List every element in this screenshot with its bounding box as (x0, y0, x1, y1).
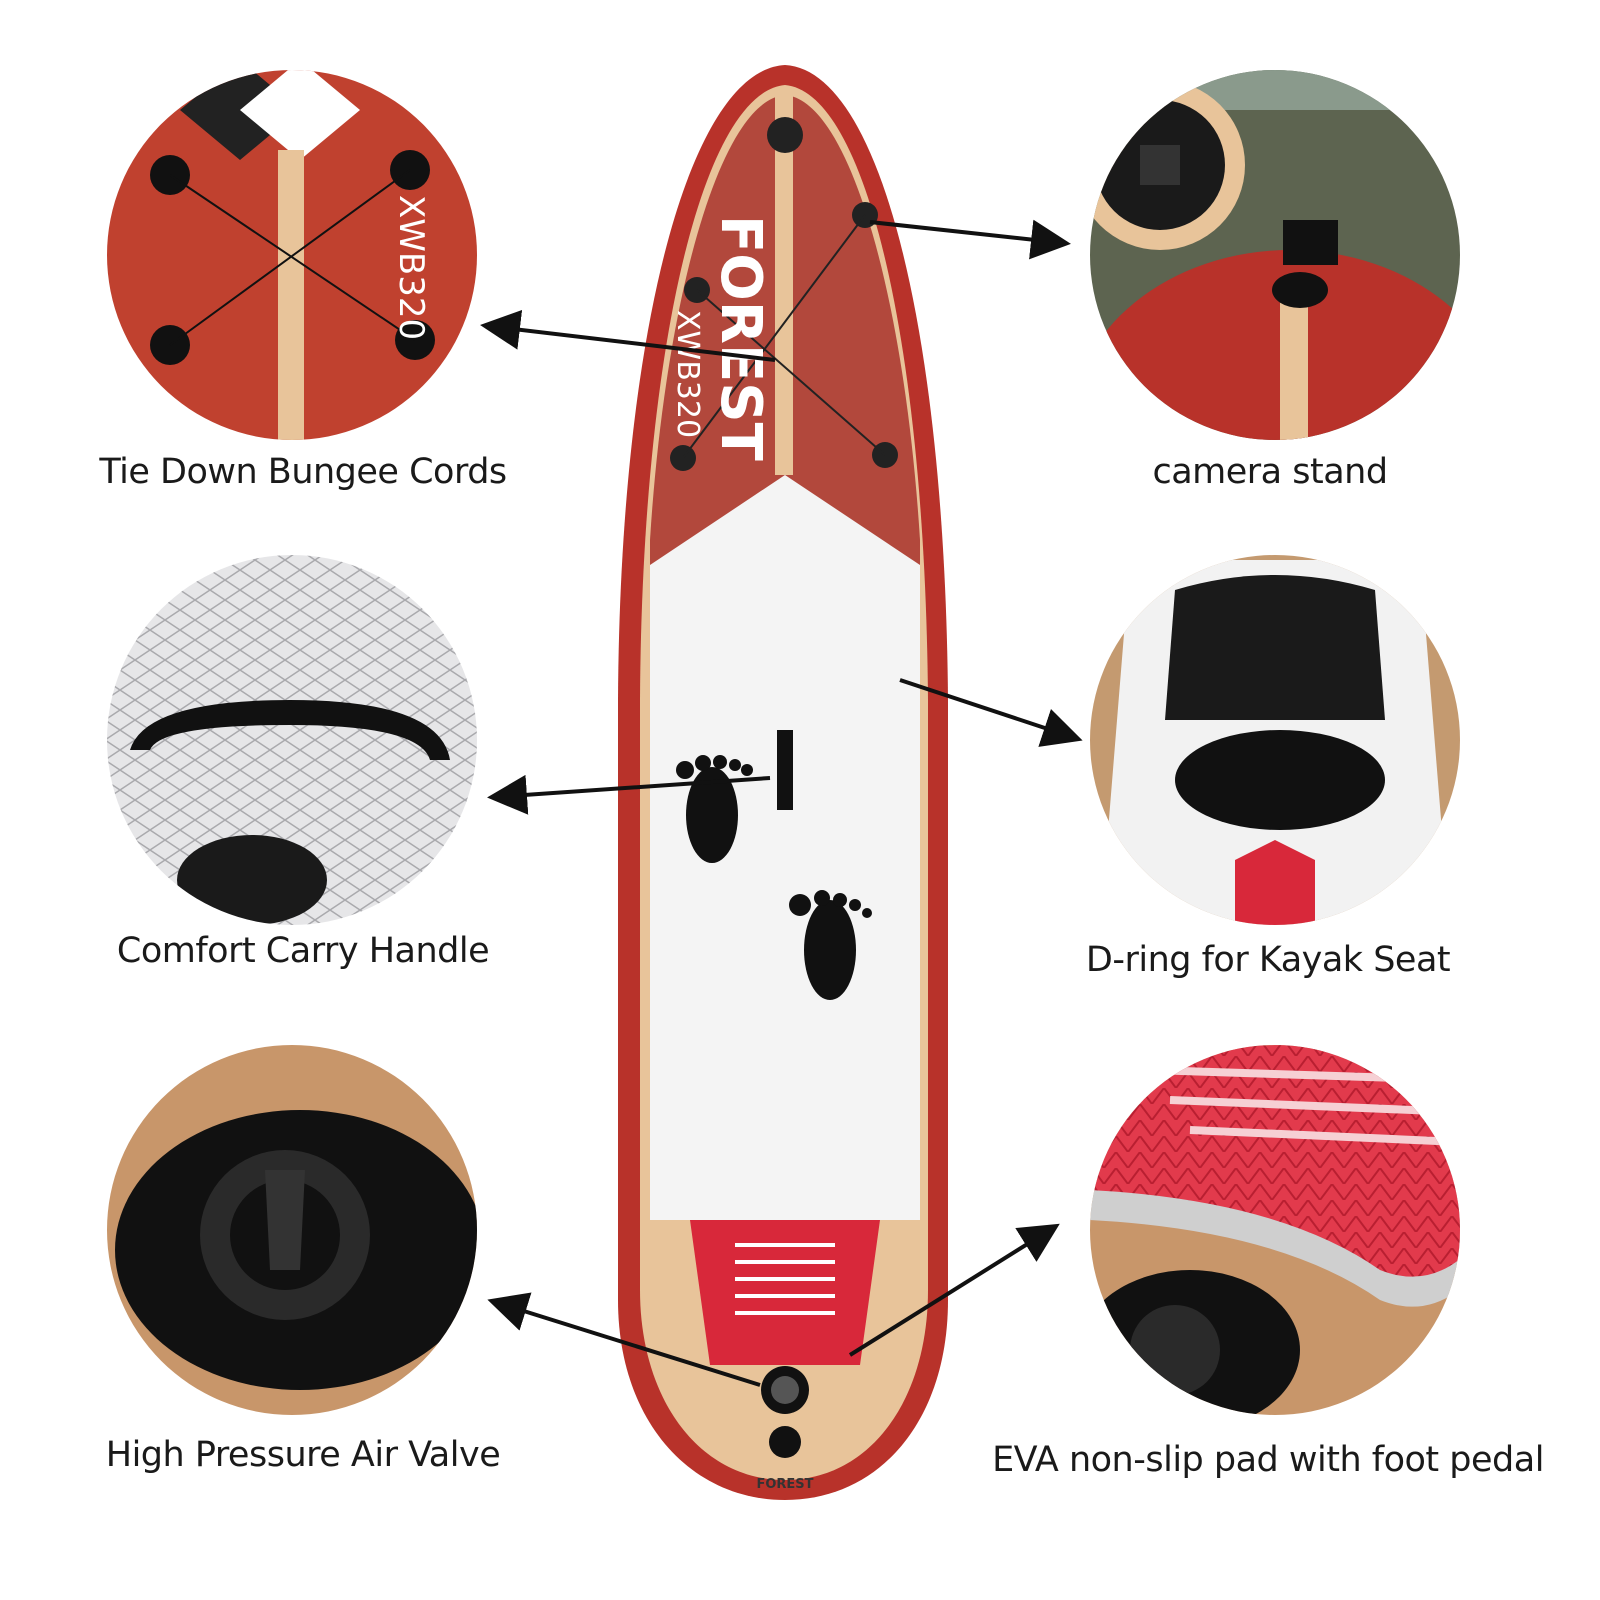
footprint-icon (676, 755, 872, 1000)
label-d-ring-kayak-seat: D-ring for Kayak Seat (1085, 940, 1451, 980)
camera-stand-photo (1090, 70, 1460, 440)
label-camera-stand: camera stand (1152, 452, 1388, 492)
bungee-cords-photo: XWB320 (107, 70, 477, 440)
callout-arrows (480, 219, 1083, 1387)
arrow-dring (899, 678, 1083, 747)
carry-handle-photo (107, 555, 477, 925)
arrow-bungee (480, 309, 776, 362)
arrow-eva (848, 1223, 1060, 1357)
board-tail-brand: FOREST (756, 1477, 813, 1492)
arrow-camera (869, 219, 1071, 260)
air-valve-photo (107, 1045, 477, 1415)
kayak-seat-photo (1090, 555, 1460, 925)
board-model: XWB320 (670, 310, 705, 438)
paddle-board (618, 65, 948, 1500)
label-high-pressure-air-valve: High Pressure Air Valve (105, 1435, 501, 1475)
arrow-handle (487, 774, 771, 815)
arrow-valve (487, 1292, 761, 1387)
board-brand: FOREST (708, 215, 773, 461)
label-eva-non-slip-pad: EVA non-slip pad with foot pedal (992, 1440, 1544, 1480)
svg-text:XWB320: XWB320 (391, 195, 431, 340)
label-comfort-carry-handle: Comfort Carry Handle (116, 931, 490, 971)
eva-pad-photo (1090, 1045, 1460, 1415)
label-tie-down-bungee-cords: Tie Down Bungee Cords (99, 452, 507, 492)
